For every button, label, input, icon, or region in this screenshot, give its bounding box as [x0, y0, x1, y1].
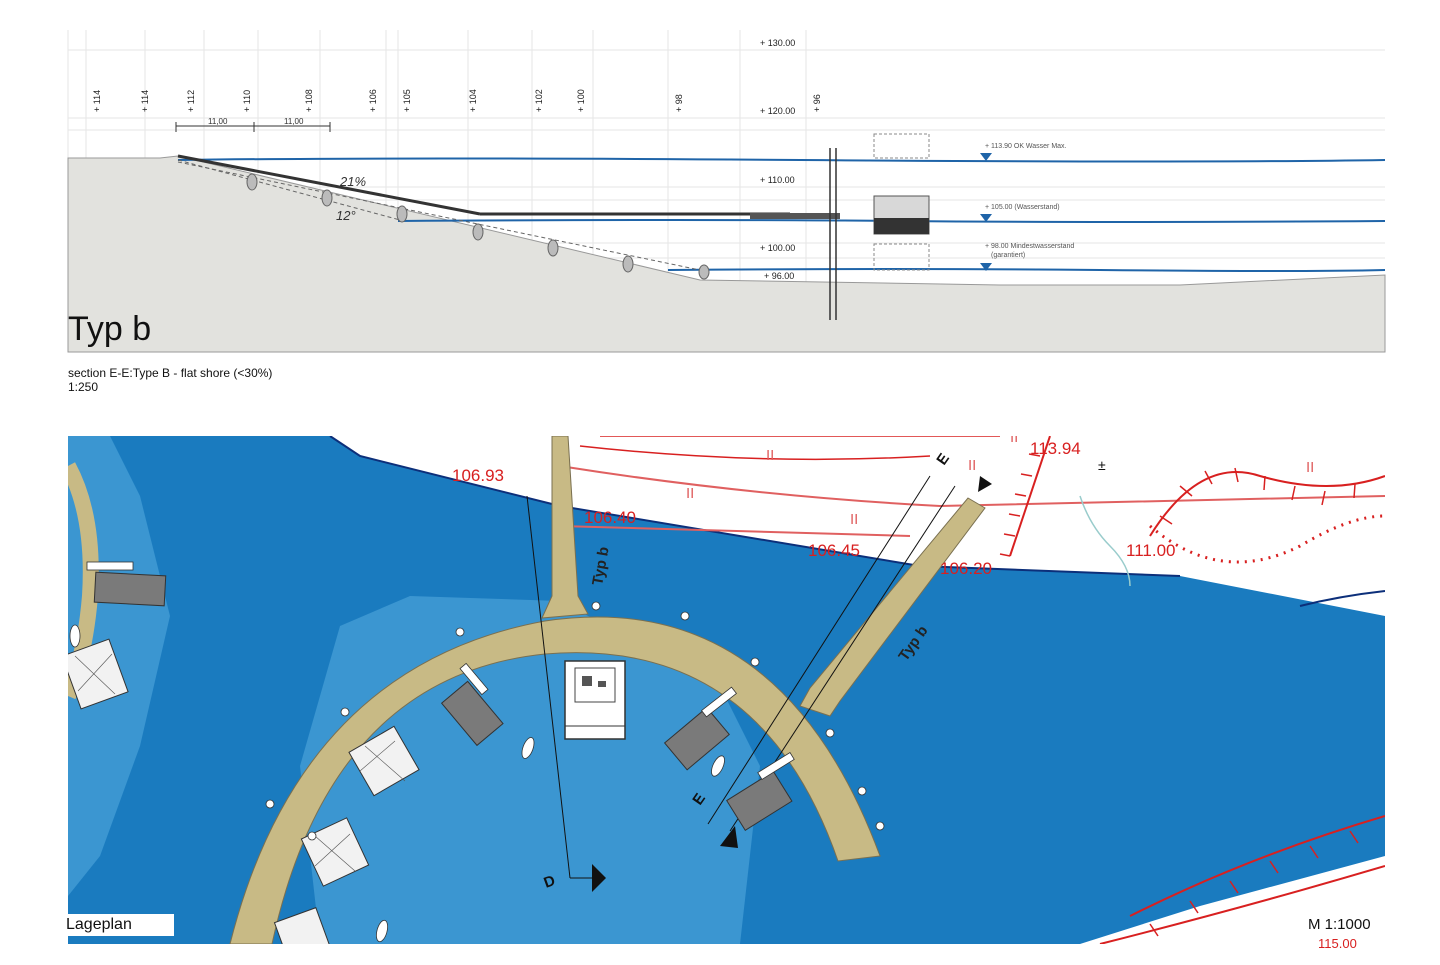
- elevation-label: + 100.00: [760, 243, 795, 253]
- station-label: + 114: [140, 90, 150, 112]
- section-drawing: 11,00 11,00 + 114 + 114 + 112 + 110 + 10…: [0, 0, 1440, 400]
- terrain-class: II: [1306, 459, 1314, 476]
- caption-line-1: section E-E:Type B - flat shore (<30%): [68, 366, 273, 380]
- section-arrow-e-top: [978, 476, 992, 492]
- station-label: + 110: [242, 90, 252, 112]
- boathouses: [93, 571, 793, 831]
- slope-label: 21%: [339, 174, 366, 189]
- station-label: + 112: [186, 90, 196, 112]
- contour-ticks: [999, 453, 1359, 937]
- central-building: [564, 660, 626, 740]
- elevation-label: + 120.00: [760, 106, 795, 116]
- plan-scale: M 1:1000: [1308, 916, 1371, 933]
- water-level-mid: + 105.00 (Wasserstand): [985, 204, 1060, 211]
- terrain-class: II: [766, 447, 774, 464]
- terrain-class: II: [850, 511, 858, 528]
- water-level-min: + 98.00 Mindestwasserstand: [985, 243, 1074, 250]
- contour-value: 106.40: [584, 508, 636, 527]
- plan-title: Lageplan: [62, 914, 174, 936]
- contour-value: 111.00: [1126, 541, 1175, 560]
- access-pier-2: [799, 497, 986, 717]
- pier-label-1: Typ b: [589, 545, 612, 586]
- mooring-posts: [265, 601, 885, 841]
- caption-line-2: 1:250: [68, 380, 99, 394]
- contour-value: 113.94: [1030, 439, 1081, 458]
- section-line-e: [707, 475, 931, 825]
- section-svg: 11,00 11,00 + 114 + 114 + 112 + 110 + 10…: [67, 30, 1386, 353]
- terrain-class: II: [686, 485, 694, 502]
- water-level-min-note: (garantiert): [991, 252, 1025, 259]
- station-label: + 102: [534, 89, 544, 112]
- access-pier-1: [541, 436, 589, 619]
- ring-pier: [229, 616, 881, 944]
- station-label: + 108: [304, 89, 314, 112]
- moored-boats: [69, 561, 795, 943]
- station-label: + 106: [368, 89, 378, 112]
- section-arrow-d: [592, 864, 606, 892]
- station-label: + 104: [468, 89, 478, 112]
- site-plan: 106.93 106.40 106.45 106.20 113.94 111.0…: [0, 429, 1440, 960]
- section-arrow-e-bottom: [720, 826, 738, 848]
- terrain-class-labels: II II II II II II: [686, 429, 1314, 528]
- contour-value-labels: 106.93 106.40 106.45 106.20 113.94 111.0…: [452, 439, 1175, 578]
- ground-profile: [67, 155, 1386, 353]
- floating-house-hatching: [74, 653, 406, 872]
- station-label: + 105: [402, 89, 412, 112]
- section-title: Typ b: [68, 310, 152, 348]
- water-level-max: + 113.90 OK Wasser Max.: [985, 143, 1067, 150]
- edge-contour-value: 115.00: [1318, 936, 1357, 951]
- section-line-d: [526, 495, 571, 879]
- water-level-labels: + 113.90 OK Wasser Max. + 105.00 (Wasser…: [985, 143, 1074, 259]
- floating-houses: [68, 638, 420, 944]
- angle-label: 12°: [336, 208, 356, 223]
- contour-value: 106.93: [452, 466, 504, 485]
- ramp-structure: [177, 133, 930, 320]
- dim-label-1: 11,00: [208, 117, 228, 126]
- terrain-class: II: [1010, 436, 1018, 446]
- elevation-label: + 96.00: [764, 271, 794, 281]
- station-label: + 98: [674, 94, 684, 112]
- contour-lines: [559, 436, 1385, 944]
- benchmark-symbol: ±: [1098, 457, 1106, 473]
- dim-label-2: 11,00: [284, 117, 304, 126]
- terrain-class: II: [968, 457, 976, 474]
- contour-value: 106.20: [940, 559, 992, 578]
- station-labels: + 114 + 114 + 112 + 110 + 108 + 106 + 10…: [92, 89, 822, 112]
- elevation-label: + 130.00: [760, 38, 795, 48]
- elevation-labels: + 130.00 + 120.00 + 110.00 + 100.00 + 96…: [760, 38, 795, 281]
- elevation-label: + 110.00: [760, 175, 795, 185]
- station-label: + 96: [812, 94, 822, 112]
- station-label: + 100: [576, 89, 586, 112]
- dimension-lines: [175, 122, 331, 132]
- station-label: + 114: [92, 90, 102, 112]
- section-caption: section E-E:Type B - flat shore (<30%) 1…: [68, 366, 272, 394]
- contour-value: 106.45: [808, 541, 860, 560]
- plan-svg: 106.93 106.40 106.45 106.20 113.94 111.0…: [68, 429, 1385, 951]
